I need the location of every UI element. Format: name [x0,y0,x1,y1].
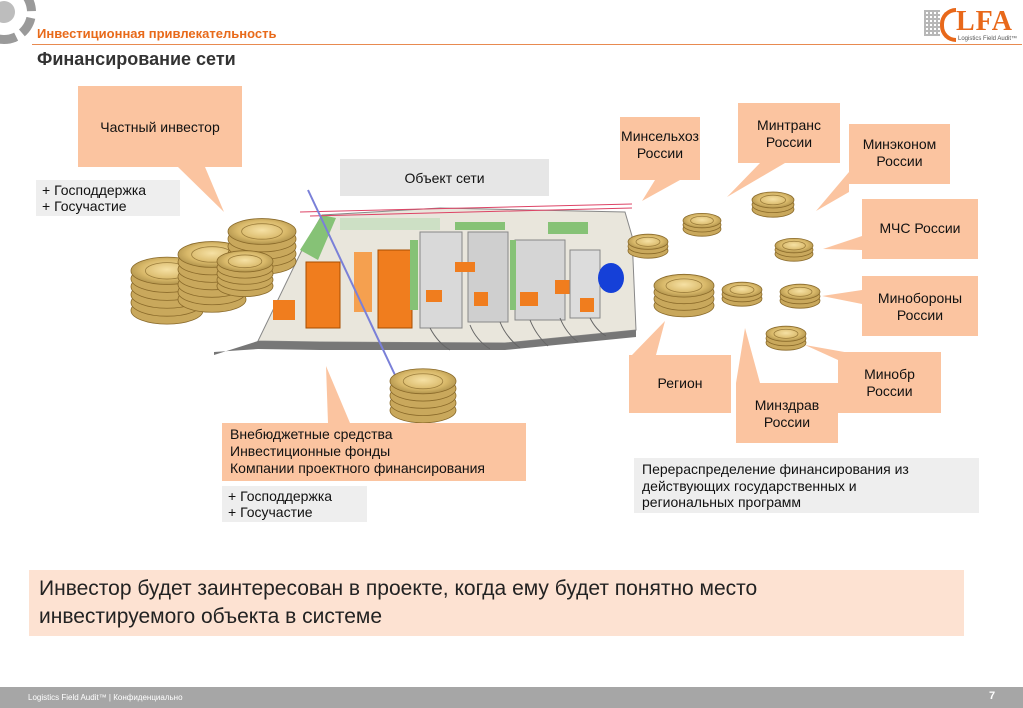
coin-emblem [402,373,444,390]
minzdrav-line-2: России [763,414,811,430]
conclusion-line-2: инвестируемого объекта в системе [39,605,383,628]
coin [627,233,669,250]
coin [682,212,722,229]
left-support-line-2: + Госучастие [42,198,127,214]
header-divider [32,44,1022,45]
lfa-logo: LFA Logistics Field Audit™ [922,6,1022,44]
left-support-note: + Господдержка + Госучастие [36,180,180,216]
coin [721,281,763,298]
center-support-note: + Господдержка + Госучастие [222,486,367,522]
minselhoz-box: Минсельхоз России [620,117,700,180]
private-investor-label: Частный инвестор [100,119,220,135]
minzdrav-line-1: Минздрав [754,397,820,413]
minobr-line-2: России [866,383,913,399]
logo-tagline: Logistics Field Audit™ [958,36,1018,42]
conclusion-line-1: Инвестор будет заинтересован в проекте, … [39,577,758,600]
minselhoz-line-2: России [636,145,684,161]
coin-emblem [760,194,787,206]
network-object-box: Объект сети [340,159,549,196]
mchs-line-1: МЧС России [879,220,961,236]
coin [779,283,821,300]
redistribution-note: Перераспределение финансирования из дейс… [634,458,979,513]
coin-emblem [787,286,813,297]
coin [653,273,715,298]
coin-emblem [241,223,283,240]
mchs-box: МЧС России [862,199,978,259]
region-line-1: Регион [657,375,703,391]
private-investor-box: Частный инвестор [78,86,242,167]
coin-emblem [729,284,755,295]
minekonom-box: Минэконом России [849,124,950,184]
coin [765,325,807,342]
mintrans-box: Минтранс России [738,103,840,163]
section-title: Инвестиционная привлекательность [37,26,277,41]
coin-emblem [227,254,263,269]
coin [389,368,457,395]
conclusion-box: Инвестор будет заинтересован в проекте, … [29,570,964,636]
coin-emblem [665,278,703,293]
minobr-box: Минобр России [838,352,941,413]
minselhoz-line-1: Минсельхоз [621,128,699,144]
minobr-line-1: Минобр [864,366,915,382]
minoborony-line-1: Минобороны [877,290,963,306]
coin-emblem [635,236,661,247]
left-support-line-1: + Господдержка [42,182,147,198]
minekonom-line-1: Минэконом [862,136,937,152]
minoborony-line-2: России [896,307,944,323]
center-support-line-2: + Госучастие [228,504,313,520]
offbudget-line-2: Инвестиционные фонды [230,443,391,459]
page-number: 7 [989,690,996,702]
footer-text: Logistics Field Audit™ | Конфиденциально [28,693,183,702]
center-support-line-1: + Господдержка [228,488,333,504]
site-plan [214,189,637,376]
logo-word: LFA [956,6,1013,37]
redistribution-line-2: действующих государственных и [642,477,857,494]
coin-stacks [130,191,821,424]
minzdrav-box: Минздрав России [736,383,838,443]
coin-emblem [690,215,714,226]
footer: Logistics Field Audit™ | Конфиденциально… [0,687,1023,708]
minoborony-box: Минобороны России [862,276,978,336]
coin-emblem [782,240,806,251]
coin [227,218,297,245]
coin [774,237,814,254]
coin [216,250,274,273]
region-box: Регион [629,355,731,413]
redistribution-line-3: региональных программ [642,494,802,510]
redistribution-line-1: Перераспределение финансирования из [642,461,909,477]
page-title: Финансирование сети [37,49,236,69]
gear-icon [0,0,36,44]
minekonom-line-2: России [876,153,923,169]
coin [751,191,795,209]
offbudget-box: Внебюджетные средства Инвестиционные фон… [222,423,526,481]
coin-emblem [773,328,799,339]
network-object-label: Объект сети [404,170,485,186]
mintrans-line-1: Минтранс [757,117,821,133]
mintrans-line-2: России [765,134,813,150]
offbudget-line-1: Внебюджетные средства [230,426,393,442]
offbudget-line-3: Компании проектного финансирования [230,460,486,476]
